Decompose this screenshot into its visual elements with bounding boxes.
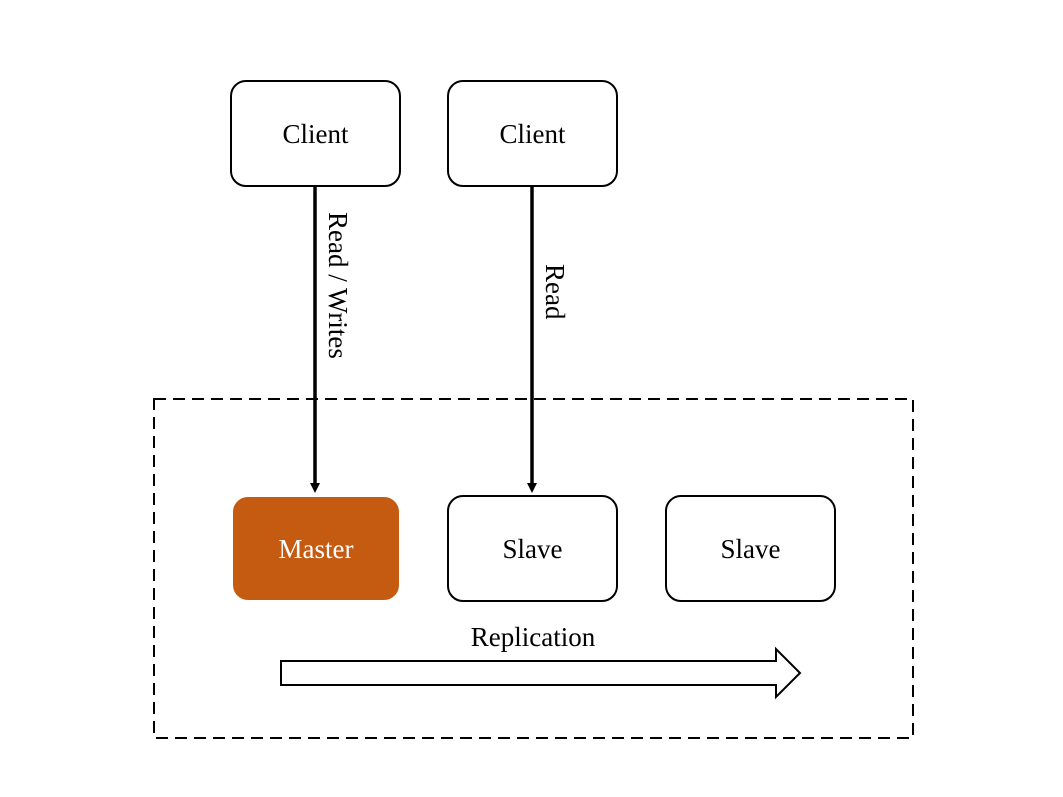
slave-1-label: Slave [503, 534, 563, 564]
master-label: Master [279, 534, 354, 564]
slave-2-node: Slave [665, 495, 836, 602]
client-left-node: Client [230, 80, 401, 187]
slave-1-node: Slave [447, 495, 618, 602]
replication-arrow [280, 646, 802, 700]
client-right-node: Client [447, 80, 618, 187]
read-writes-label: Read / Writes [323, 212, 353, 359]
client-right-label: Client [500, 119, 566, 149]
read-label: Read [540, 264, 570, 320]
master-node: Master [233, 497, 399, 600]
client-left-label: Client [283, 119, 349, 149]
slave-2-label: Slave [721, 534, 781, 564]
replication-label: Replication [471, 622, 596, 652]
